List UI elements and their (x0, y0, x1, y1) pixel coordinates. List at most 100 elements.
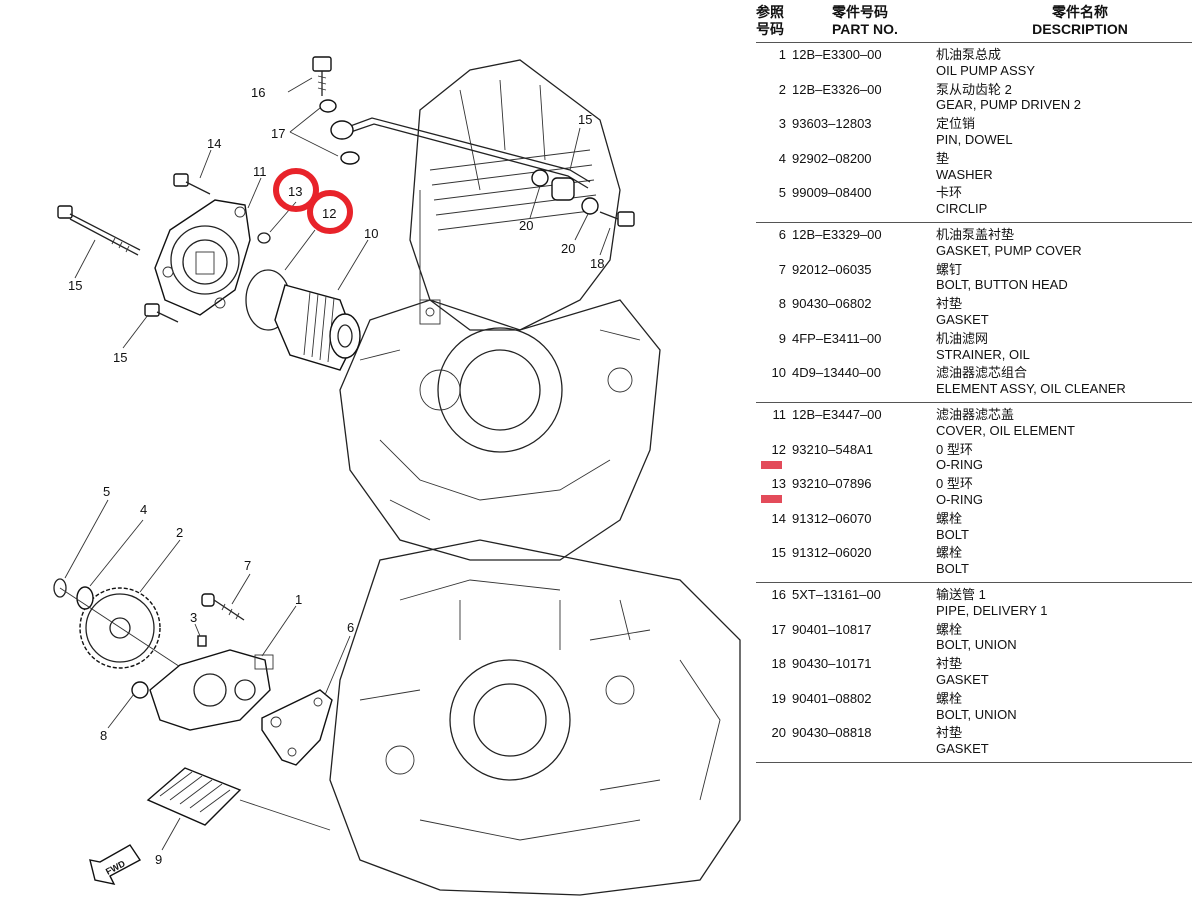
part-name-cn: 滤油器滤芯盖 (936, 406, 1015, 422)
part-name-cn: 定位销 (936, 116, 976, 132)
part-number: 91312–06020 (792, 545, 872, 561)
ref-number: 17 (771, 621, 786, 637)
pump-cover-gasket-6 (261, 689, 333, 766)
ref-number: 4 (778, 150, 786, 166)
oil-cleaner-element-10 (274, 284, 361, 371)
ref-number: 15 (771, 545, 786, 561)
part-number: 93210–548A1 (792, 441, 873, 457)
ref-number: 7 (778, 261, 786, 277)
part-number: 12B–E3329–00 (792, 226, 882, 242)
part-name-cn: 0 型环 (936, 476, 973, 492)
part-name-cn: 垫 (936, 150, 950, 166)
ref-number: 1 (778, 47, 786, 62)
part-name-en: PIPE, DELIVERY 1 (936, 602, 1048, 618)
callout-17: 16 (251, 85, 265, 100)
part-name-cn: 螺栓 (936, 690, 963, 706)
circlip-5 (53, 578, 67, 598)
union-bolt-19 (599, 211, 635, 227)
callout-10: 10 (364, 226, 378, 241)
oil-pump-assy-1 (149, 649, 274, 731)
part-number: 93210–07896 (792, 476, 872, 492)
callout-7: 7 (244, 558, 251, 573)
part-name-en: GEAR, PUMP DRIVEN 2 (936, 97, 1081, 113)
callout-1: 1 (295, 592, 302, 607)
highlight-circle-13 (273, 168, 319, 212)
callout-9: 9 (155, 852, 162, 867)
callout-2: 2 (176, 525, 183, 540)
part-name-cn: 衬垫 (936, 656, 963, 672)
part-name-en: GASKET (936, 312, 989, 328)
part-name-en: GASKET (936, 741, 989, 757)
ref-number: 11 (772, 406, 787, 422)
header-ref: 参照 号码 (756, 4, 784, 37)
callout-12: 12 (322, 206, 336, 221)
callout-11: 11 (253, 164, 267, 179)
part-name-cn: 螺栓 (936, 545, 963, 561)
part-number: 90430–08818 (792, 725, 872, 741)
part-name-cn: 滤油器滤芯组合 (936, 365, 1028, 381)
part-name-cn: 螺栓 (936, 621, 963, 637)
part-name-cn: 机油滤网 (936, 330, 989, 346)
delivery-pipe-16 (344, 117, 591, 300)
callout-8: 8 (100, 728, 107, 743)
ref-number: 5 (778, 185, 786, 201)
part-name-cn: 螺栓 (936, 510, 963, 526)
crankcase-upper (339, 59, 661, 561)
header-description: 零件名称 DESCRIPTION (1032, 4, 1128, 37)
part-number: 12B–E3447–00 (792, 406, 882, 422)
ref-number: 13 (771, 476, 786, 492)
part-number: 12B–E3300–00 (792, 47, 882, 62)
gasket-18-bottom (340, 151, 360, 165)
ref-number: 2 (778, 81, 786, 97)
washer-4 (76, 586, 94, 610)
part-name-cn: 输送管 1 (936, 586, 986, 602)
part-name-en: CIRCLIP (936, 201, 988, 217)
part-name-cn: 衬垫 (936, 296, 963, 312)
part-name-cn: 衬垫 (936, 725, 963, 741)
part-number: 99009–08400 (792, 185, 872, 201)
ref-number: 3 (778, 116, 786, 132)
part-name-en: BOLT (936, 561, 969, 577)
part-name-en: BOLT, UNION (936, 706, 1017, 722)
part-number: 4D9–13440–00 (792, 365, 881, 381)
part-name-cn: 0 型环 (936, 441, 973, 457)
header-part-no: 零件号码 PART NO. (832, 4, 898, 37)
callout-20-a: 20 (519, 218, 533, 233)
ref-number: 8 (778, 296, 786, 312)
table-header: 参照 号码 零件号码 PART NO. 零件名称 DESCRIPTION (756, 2, 1192, 42)
callout-19: 18 (590, 256, 604, 271)
ref-number: 6 (778, 226, 786, 242)
part-name-cn: 卡环 (936, 185, 963, 201)
callout-20-b: 20 (561, 241, 575, 256)
part-number: 93603–12803 (792, 116, 872, 132)
bolt-14 (57, 205, 141, 256)
part-name-en: STRAINER, OIL (936, 346, 1030, 362)
part-name-en: OIL PUMP ASSY (936, 62, 1035, 78)
ref-number: 10 (771, 365, 786, 381)
part-name-en: BOLT, UNION (936, 637, 1017, 653)
ref-number: 14 (771, 510, 786, 526)
part-number: 90430–10171 (792, 656, 872, 672)
callout-13: 13 (288, 184, 302, 199)
